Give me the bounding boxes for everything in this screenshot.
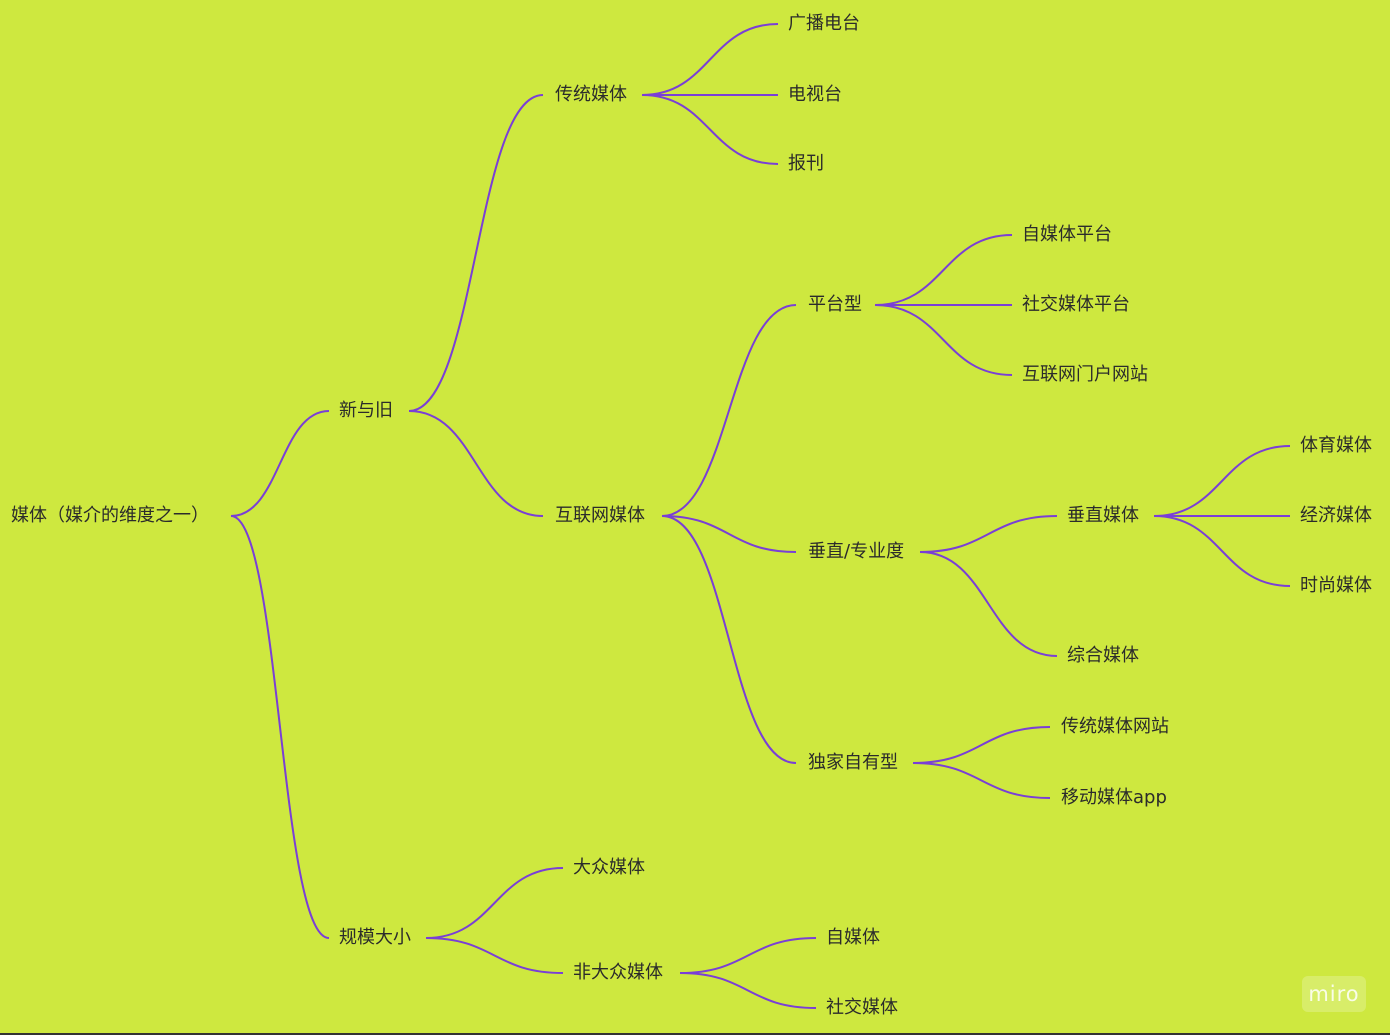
node-scale[interactable]: 规模大小: [339, 927, 411, 948]
node-social-media-platform[interactable]: 社交媒体平台: [1022, 294, 1130, 315]
node-internet-media[interactable]: 互联网媒体: [555, 505, 645, 526]
node-mass-media[interactable]: 大众媒体: [573, 857, 645, 878]
miro-watermark: miro: [1302, 976, 1366, 1012]
bottom-border: [0, 1033, 1390, 1035]
node-vertical-degree[interactable]: 垂直/专业度: [808, 541, 905, 562]
connector-6: [641, 94, 779, 165]
node-economic-media[interactable]: 经济媒体: [1300, 505, 1372, 526]
connector-22: [679, 937, 817, 974]
node-comprehensive-media[interactable]: 综合媒体: [1067, 645, 1139, 666]
node-new-old[interactable]: 新与旧: [339, 400, 393, 421]
connector-21: [425, 937, 564, 974]
connector-14: [919, 551, 1058, 657]
connector-20: [425, 867, 564, 939]
connector-0: [230, 410, 330, 517]
connector-15: [1153, 445, 1291, 517]
node-fashion-media[interactable]: 时尚媒体: [1300, 575, 1372, 596]
connector-3: [408, 410, 544, 517]
connector-1: [230, 515, 330, 939]
connector-10: [874, 234, 1013, 306]
node-vertical-media[interactable]: 垂直媒体: [1067, 505, 1139, 526]
node-traditional-media-site[interactable]: 传统媒体网站: [1061, 716, 1169, 737]
node-portal-site[interactable]: 互联网门户网站: [1022, 364, 1148, 385]
connector-18: [912, 726, 1051, 764]
connector-4: [641, 23, 779, 96]
node-platform-type[interactable]: 平台型: [808, 294, 862, 315]
node-radio[interactable]: 广播电台: [788, 13, 860, 34]
connector-23: [679, 972, 817, 1009]
node-social-media[interactable]: 社交媒体: [826, 997, 898, 1018]
connector-9: [661, 515, 797, 764]
connector-2: [408, 94, 544, 412]
node-self-media-platform[interactable]: 自媒体平台: [1022, 224, 1112, 245]
connector-17: [1153, 515, 1291, 587]
node-tv[interactable]: 电视台: [788, 84, 842, 105]
node-traditional-media[interactable]: 传统媒体: [555, 84, 627, 105]
connector-19: [912, 762, 1051, 799]
node-sports-media[interactable]: 体育媒体: [1300, 435, 1372, 456]
connector-8: [661, 515, 797, 553]
node-mobile-media-app[interactable]: 移动媒体app: [1061, 787, 1167, 808]
node-root[interactable]: 媒体（媒介的维度之一）: [11, 505, 209, 526]
connector-7: [661, 304, 797, 517]
connector-12: [874, 304, 1013, 376]
node-we-media[interactable]: 自媒体: [826, 927, 880, 948]
connector-13: [919, 515, 1058, 553]
node-non-mass-media[interactable]: 非大众媒体: [573, 962, 663, 983]
node-newspaper[interactable]: 报刊: [788, 153, 824, 174]
node-exclusive-type[interactable]: 独家自有型: [808, 752, 898, 773]
